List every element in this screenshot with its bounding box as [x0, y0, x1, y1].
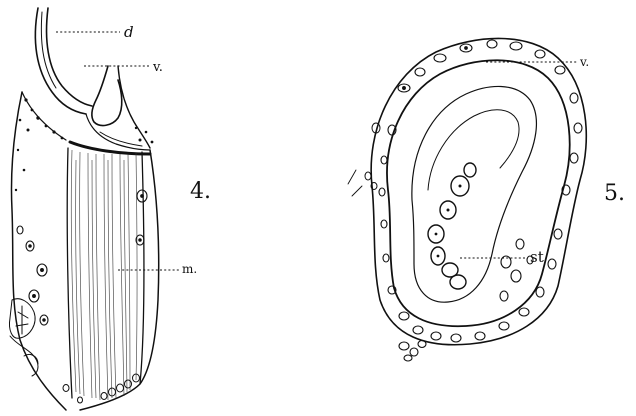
label-m: m.: [182, 262, 197, 276]
figure-number-4: 4.: [190, 179, 211, 204]
label-d: d: [124, 23, 134, 41]
figure-number-5: 5.: [604, 181, 625, 206]
label-v-fig4: v.: [152, 60, 163, 75]
figure-5-drawing: [348, 38, 586, 361]
label-st: st: [530, 248, 544, 266]
label-v-fig5: v.: [579, 55, 589, 69]
figure-4-drawing: [9, 8, 158, 410]
